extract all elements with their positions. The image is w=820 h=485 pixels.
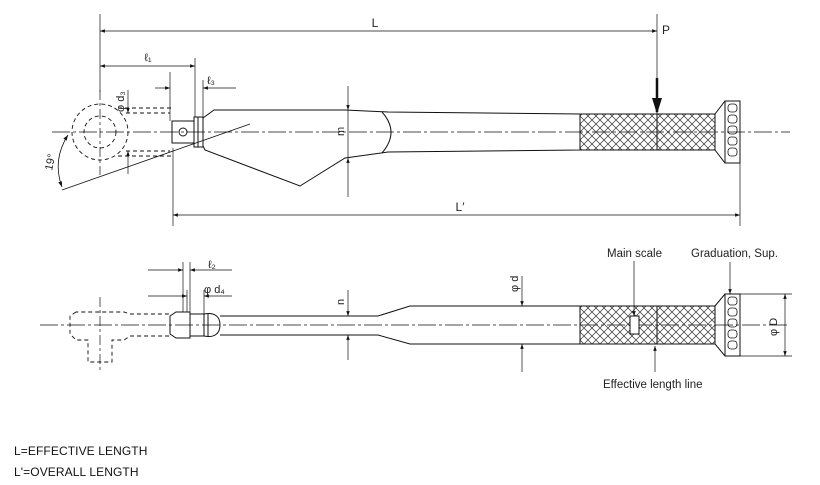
label-l1: ℓ₁ (144, 52, 152, 64)
side-head-dashed (69, 311, 171, 363)
legend-effective-length: L=EFFECTIVE LENGTH (14, 444, 148, 458)
label-l3: ℓ₃ (207, 75, 215, 87)
label-d3: φ d₃ (115, 91, 127, 112)
side-knurled-grip (579, 305, 716, 345)
label-graduation: Graduation, Sup. (691, 248, 778, 260)
label-n: n (335, 299, 347, 305)
label-d: φ d (509, 276, 521, 292)
top-view (52, 14, 790, 226)
label-L-prime: L′ (456, 200, 466, 214)
label-l2: ℓ₂ (208, 259, 216, 271)
legend-overall-length: L'=OVERALL LENGTH (14, 465, 139, 479)
wrench-arm (202, 109, 581, 187)
head-dashed (71, 103, 172, 161)
label-m: m (335, 127, 347, 136)
label-main-scale: Main scale (607, 248, 662, 260)
side-view (40, 261, 792, 372)
label-d4: φ d₄ (204, 284, 225, 296)
label-effective-length-line: Effective length line (603, 379, 703, 391)
label-L: L (372, 16, 379, 30)
label-D: φ D (768, 318, 780, 336)
label-P: P (662, 23, 670, 37)
label-angle: 19° (43, 153, 58, 172)
knurled-grip (579, 113, 716, 151)
